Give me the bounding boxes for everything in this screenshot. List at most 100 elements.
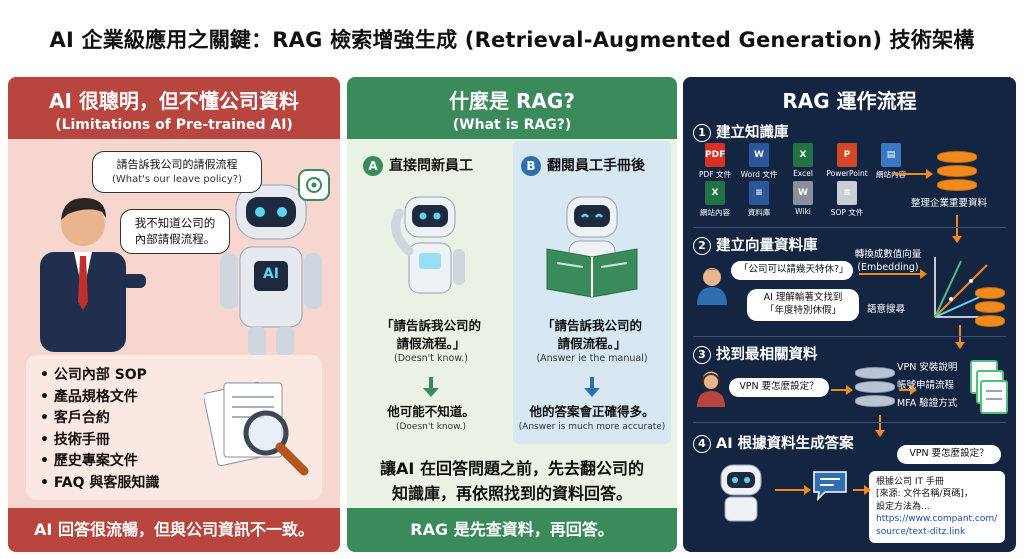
embedding-label: 轉換成數值向量 (Embedding)	[851, 249, 925, 275]
source-url-line1: https://www.compant.com/	[876, 514, 998, 525]
quote-en: (Answer ie the manual)	[536, 353, 648, 364]
answer-text: 他的答案會正確得多。	[529, 404, 655, 419]
step-divider	[693, 227, 1006, 228]
question-text: 請告訴我公司的請假流程	[116, 158, 238, 171]
list-item: 公司內部 SOP	[40, 365, 322, 387]
word-icon-glyph: W	[749, 143, 769, 167]
panel-limitations: AI 很聰明，但不懂公司資料 (Limitations of Pre-train…	[8, 77, 340, 552]
step-4-label: AI 根據資料生成答案	[716, 436, 854, 452]
robot-illustration	[220, 184, 322, 355]
panel-limitations-title: AI 很聰明，但不懂公司資料	[49, 89, 299, 113]
panel-rag-header: 什麼是 RAG? (What is RAG?)	[347, 77, 677, 139]
down-arrow-icon	[584, 377, 600, 397]
step-2-number: 2	[693, 237, 711, 255]
web-icon: ▤ 網站內容	[867, 143, 915, 180]
answer-text-en: (Answer is much more accurate)	[518, 421, 666, 432]
vpn-question-bubble: VPN 要怎麼設定？	[729, 378, 829, 397]
option-a-answer: 他可能不知道。 (Doesn't know.)	[359, 403, 503, 433]
ai-chat-icon	[298, 169, 330, 201]
option-b-text: 翻閱員工手冊後	[547, 158, 645, 174]
answer-text-en: (Doesn't know.)	[395, 421, 467, 432]
wiki-icon-glyph: W	[793, 181, 813, 205]
database-icon: ≡資料庫	[735, 181, 783, 218]
flow-arrow	[952, 215, 962, 243]
panel-limitations-header: AI 很聰明，但不懂公司資料 (Limitations of Pre-train…	[8, 77, 340, 139]
panel-limitations-subtitle: (Limitations of Pre-trained AI)	[55, 117, 293, 133]
robot-ai-badge: AI	[262, 266, 280, 282]
answer-line1: 根據公司 IT 手冊	[876, 477, 944, 487]
panel-rag-title: 什麼是 RAG?	[449, 89, 575, 113]
reading-robot-icon	[546, 196, 638, 298]
ai-reply-line1: 我不知道公司的	[134, 216, 216, 230]
pdf-icon-glyph: PDF	[705, 143, 725, 167]
quote-line1: 「請告訴我公司的	[541, 318, 642, 333]
semantic-understanding-bubble: AI 理解輸著文找到 「年度特別休假」	[747, 289, 859, 321]
embedding-line1: 轉換成數值向量	[854, 249, 922, 260]
answer-text: 他可能不知道。	[387, 404, 475, 419]
sop-doc-icon: ≡SOP 文件	[823, 181, 871, 218]
user-avatar-icon	[697, 371, 725, 407]
list-item: 客戶合約	[40, 408, 322, 430]
result-item: 帳號申請流程	[897, 380, 955, 391]
step-3-label: 找到最相關資料	[716, 347, 818, 363]
panel-workflow-title: RAG 運作流程	[782, 89, 917, 113]
document-label: PDF 文件	[699, 170, 731, 179]
source-url-line2: source/text-ditz.link	[876, 526, 966, 537]
document-label: 網站內容	[876, 170, 906, 179]
employee-question-bubble: 「公司可以請幾天特休?」	[731, 261, 853, 280]
step-1-number: 1	[693, 124, 711, 142]
step-2-label: 建立向量資料庫	[716, 238, 818, 254]
search-database-icon	[855, 367, 895, 409]
vector-database-icon	[975, 287, 1005, 329]
document-label: Wiki	[795, 207, 811, 216]
company-data-list: 公司內部 SOP 產品規格文件 客戶合約 技術手冊 歷史專案文件 FAQ 與客服…	[26, 355, 322, 500]
documents-magnifier-icon	[204, 381, 309, 476]
understanding-line2: 「年度特別休假」	[764, 304, 841, 316]
organize-data-label: 整理企業重要資料	[911, 198, 988, 209]
panel-workflow-header: RAG 運作流程	[683, 77, 1016, 139]
generated-answer-card: 根據公司 IT 手冊 [來源: 文件名稱/頁碼]， 設定方法為... https…	[869, 471, 1005, 544]
list-item: 歷史專案文件	[40, 451, 322, 473]
quote-line2: 請假流程。」	[396, 335, 466, 351]
pdf-icon: PDF PDF 文件	[691, 143, 739, 180]
step-4-number: 4	[693, 435, 711, 453]
quote-line1: 「請告訴我公司的	[380, 318, 481, 333]
option-a-badge: A	[363, 156, 383, 176]
document-label: 資料庫	[747, 208, 771, 217]
summary-line1: 讓AI 在回答問題之前，先去翻公司的	[380, 459, 644, 478]
question-bubble: 請告訴我公司的請假流程 (What's our leave policy?)	[92, 151, 262, 194]
summary-line2: 知識庫，再依照找到的資料回答。	[391, 483, 632, 503]
confused-robot-icon	[391, 196, 465, 294]
ai-reply-bubble: 我不知道公司的 內部請假流程。	[120, 209, 230, 255]
flow-arrow	[893, 169, 933, 179]
sop-doc-icon-glyph: ≡	[837, 181, 857, 205]
rag-summary: 讓AI 在回答問題之前，先去翻公司的 知識庫，再依照找到的資料回答。	[361, 457, 663, 507]
flow-arrow	[899, 385, 917, 395]
flow-arrow	[875, 415, 885, 437]
document-label: PowerPoint	[826, 169, 868, 178]
step-4-title: 4 AI 根據資料生成答案	[693, 432, 854, 453]
answer-line2: [來源: 文件名稱/頁碼]，	[876, 489, 973, 500]
question-text-en: (What's our leave policy?)	[111, 173, 242, 185]
document-label: 網站內容	[700, 208, 730, 217]
retrieved-documents-icon	[970, 360, 1008, 414]
answer-line3: 設定方法為...	[876, 501, 930, 512]
flow-arrow	[859, 269, 927, 279]
understanding-line1: AI 理解輸著文找到	[763, 292, 843, 303]
quote-en: (Doesn't know.)	[394, 353, 468, 364]
web-icon-glyph: ▤	[881, 143, 901, 167]
final-question-bubble: VPN 要怎麼設定？	[897, 445, 1001, 464]
user-avatar-icon	[697, 268, 727, 305]
panel-rag-subtitle: (What is RAG?)	[452, 117, 572, 133]
businessman-illustration	[40, 198, 146, 352]
